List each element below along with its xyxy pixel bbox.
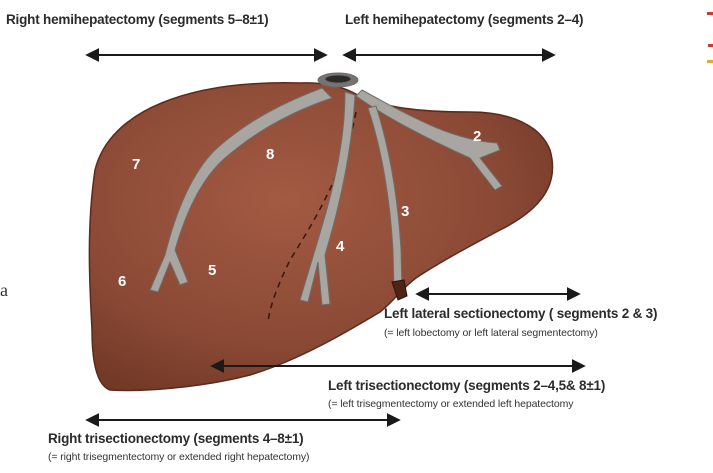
label-right-hemihepatectomy: Right hemihepatectomy (segments 5–8±1) [6,12,268,27]
segment-label-2: 2 [473,128,481,145]
segment-label-4: 4 [336,238,344,255]
label-left-hemihepatectomy: Left hemihepatectomy (segments 2–4) [345,12,583,27]
segment-label-3: 3 [401,203,409,220]
note-right-trisectionectomy: (= right trisegmentectomy or extended ri… [48,451,309,463]
segment-label-7: 7 [132,156,140,173]
edge-mark-1 [707,12,713,15]
label-left-trisectionectomy: Left trisectionectomy (segments 2–4,5& 8… [328,378,605,393]
segment-label-6: 6 [118,273,126,290]
segment-label-8: 8 [266,146,274,163]
note-left-trisectionectomy: (= left trisegmentectomy or extended lef… [328,398,573,410]
segment-label-5: 5 [208,262,216,279]
note-left-lateral: (= left lobectomy or left lateral segmen… [384,327,598,339]
edge-mark-3 [707,60,713,63]
label-left-lateral-sectionectomy: Left lateral sectionectomy ( segments 2 … [384,306,657,321]
label-right-trisectionectomy: Right trisectionectomy (segments 4–8±1) [48,431,303,446]
cropped-edge-letter: a [0,280,8,301]
edge-mark-2 [708,44,713,47]
